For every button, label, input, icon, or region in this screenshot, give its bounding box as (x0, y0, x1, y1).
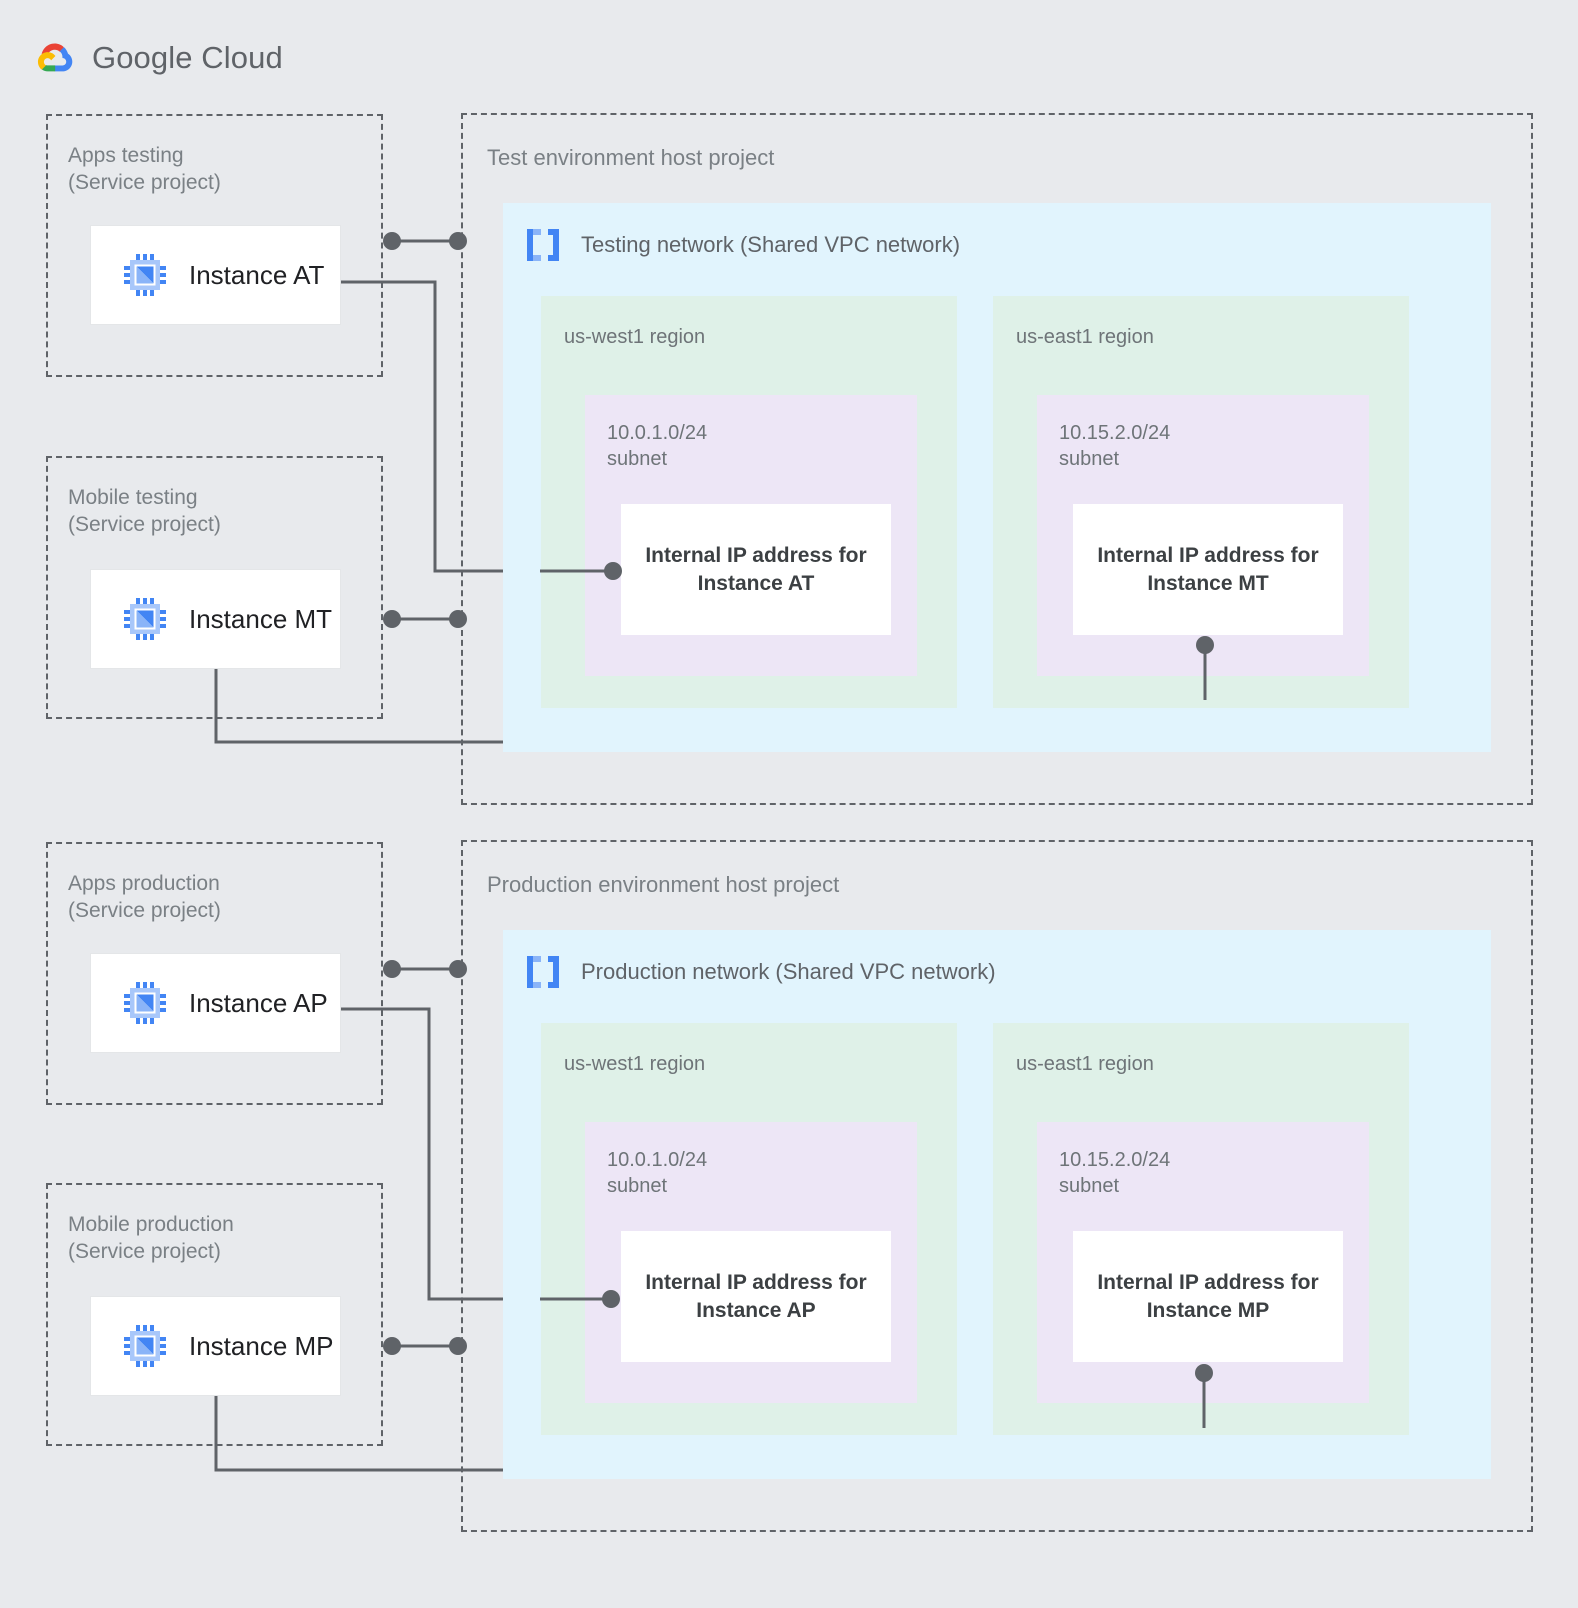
compute-instance-icon (123, 981, 167, 1025)
service-project-apps-production-label: Apps production (Service project) (68, 872, 221, 922)
host-project-test-environment-label: Test environment host project (487, 145, 775, 170)
subnet-prod-us-east1-label: 10.15.2.0/24 subnet (1059, 1149, 1171, 1197)
region-test-us-west1-label: us-west1 region (564, 326, 706, 348)
vpc-network-production-header: Production network (Shared VPC network) (523, 952, 996, 992)
vpc-network-testing-label: Testing network (Shared VPC network) (581, 232, 961, 257)
ip-box-instance-at-text: Internal IP address for Instance AT (645, 543, 867, 595)
region-prod-us-west1-label: us-west1 region (564, 1053, 706, 1075)
host-project-test-environment[interactable]: Test environment host project (461, 113, 1533, 805)
service-project-mobile-testing[interactable]: Mobile testing (Service project) (46, 456, 383, 719)
region-prod-us-east1-label: us-east1 region (1016, 1053, 1154, 1075)
instance-label-mp: Instance MP (189, 1330, 334, 1361)
ip-box-instance-mp-text: Internal IP address for Instance MP (1097, 1270, 1319, 1322)
instance-card-mt[interactable]: Instance MT (90, 569, 341, 669)
instance-label-mt: Instance MT (189, 603, 333, 634)
ip-box-instance-mp[interactable]: Internal IP address for Instance MP (1073, 1231, 1343, 1362)
ip-box-instance-mt-text: Internal IP address for Instance MT (1097, 543, 1319, 595)
ip-box-instance-mt[interactable]: Internal IP address for Instance MT (1073, 504, 1343, 635)
dot-mobile-production-left (383, 1337, 401, 1355)
service-project-apps-production[interactable]: Apps production (Service project) (46, 842, 383, 1105)
brand-cloud: Cloud (201, 40, 283, 75)
service-project-mobile-testing-label: Mobile testing (Service project) (68, 486, 221, 536)
compute-instance-icon (123, 253, 167, 297)
subnet-prod-us-east1[interactable]: 10.15.2.0/24 subnet Internal IP address … (1037, 1122, 1369, 1403)
subnet-test-us-east1[interactable]: 10.15.2.0/24 subnet Internal IP address … (1037, 395, 1369, 676)
region-prod-us-west1[interactable]: us-west1 region 10.0.1.0/24 subnet Inter… (541, 1023, 957, 1435)
host-project-production-environment[interactable]: Production environment host project (461, 840, 1533, 1532)
service-project-apps-testing[interactable]: Apps testing (Service project) (46, 114, 383, 377)
region-test-us-east1[interactable]: us-east1 region 10.15.2.0/24 subnet Inte… (993, 296, 1409, 708)
subnet-prod-us-west1[interactable]: 10.0.1.0/24 subnet Internal IP address f… (585, 1122, 917, 1403)
dot-apps-testing-left (383, 232, 401, 250)
ip-box-instance-ap[interactable]: Internal IP address for Instance AP (621, 1231, 891, 1362)
region-test-us-west1[interactable]: us-west1 region 10.0.1.0/24 subnet Inter… (541, 296, 957, 708)
instance-label-ap: Instance AP (189, 987, 328, 1018)
region-prod-us-east1[interactable]: us-east1 region 10.15.2.0/24 subnet Inte… (993, 1023, 1409, 1435)
dot-mobile-testing-left (383, 610, 401, 628)
google-cloud-logo-icon (32, 38, 78, 78)
instance-label-at: Instance AT (189, 259, 325, 290)
google-cloud-wordmark: Google Cloud (92, 40, 283, 76)
google-cloud-logo: Google Cloud (32, 34, 292, 82)
vpc-network-testing[interactable]: Testing network (Shared VPC network) us-… (503, 203, 1491, 752)
dot-apps-production-left (383, 960, 401, 978)
region-test-us-east1-label: us-east1 region (1016, 326, 1154, 348)
host-project-production-environment-label: Production environment host project (487, 872, 840, 897)
service-project-mobile-production[interactable]: Mobile production (Service project) (46, 1183, 383, 1446)
ip-box-instance-ap-text: Internal IP address for Instance AP (645, 1270, 867, 1322)
vpc-network-testing-header: Testing network (Shared VPC network) (523, 225, 960, 265)
subnet-test-us-west1[interactable]: 10.0.1.0/24 subnet Internal IP address f… (585, 395, 917, 676)
instance-card-ap[interactable]: Instance AP (90, 953, 341, 1053)
vpc-network-production[interactable]: Production network (Shared VPC network) … (503, 930, 1491, 1479)
compute-instance-icon (123, 1324, 167, 1368)
instance-card-mp[interactable]: Instance MP (90, 1296, 341, 1396)
subnet-test-us-east1-label: 10.15.2.0/24 subnet (1059, 422, 1171, 470)
service-project-mobile-production-label: Mobile production (Service project) (68, 1213, 234, 1263)
brand-google: Google (92, 40, 193, 75)
subnet-test-us-west1-label: 10.0.1.0/24 subnet (607, 422, 708, 470)
service-project-apps-testing-label: Apps testing (Service project) (68, 144, 221, 194)
vpc-network-icon (523, 952, 563, 992)
subnet-prod-us-west1-label: 10.0.1.0/24 subnet (607, 1149, 708, 1197)
ip-box-instance-at[interactable]: Internal IP address for Instance AT (621, 504, 891, 635)
instance-card-at[interactable]: Instance AT (90, 225, 341, 325)
compute-instance-icon (123, 597, 167, 641)
vpc-network-icon (523, 225, 563, 265)
vpc-network-production-label: Production network (Shared VPC network) (581, 959, 996, 984)
